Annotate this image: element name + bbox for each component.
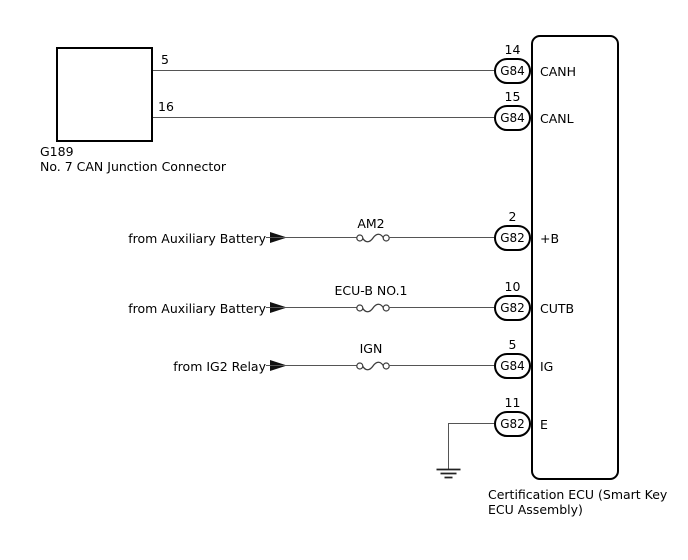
ecu-pin-label: CANH xyxy=(540,64,577,79)
source-label: from Auxiliary Battery xyxy=(128,231,266,246)
ecu-pin-label: CUTB xyxy=(540,301,575,316)
ground-icon xyxy=(436,468,461,479)
ecu-pin-connector: G82 xyxy=(494,225,531,251)
ecu-pin-connector: G84 xyxy=(494,105,531,131)
ecu-pin-label: CANL xyxy=(540,111,574,126)
ecu-pin-label: IG xyxy=(540,359,554,374)
plus-b-wire xyxy=(389,237,494,238)
ecu-name-line1: Certification ECU (Smart Key xyxy=(488,487,668,502)
source-label: from Auxiliary Battery xyxy=(128,301,266,316)
junction-pin-number: 16 xyxy=(158,99,174,114)
ecu-pin-connector-code: G84 xyxy=(500,358,525,373)
ecu-pin-connector: G84 xyxy=(494,58,531,84)
junction-pin-number: 5 xyxy=(161,52,169,67)
fuse-icon xyxy=(356,361,390,371)
cutb-wire xyxy=(266,307,357,308)
ecu-pin-number: 10 xyxy=(504,279,521,294)
ecu-box xyxy=(531,35,619,480)
ecu-pin-label: E xyxy=(540,417,548,432)
ecu-pin-connector-code: G82 xyxy=(500,300,525,315)
ecu-pin-connector: G82 xyxy=(494,411,531,437)
ig-wire xyxy=(389,365,494,366)
fuse-icon xyxy=(356,303,390,313)
source-label: from IG2 Relay xyxy=(173,359,266,374)
ecu-pin-number: 2 xyxy=(508,209,517,224)
ecu-name-line2: ECU Assembly) xyxy=(488,502,583,517)
junction-connector-box xyxy=(56,47,153,142)
ecu-pin-connector: G84 xyxy=(494,353,531,379)
ecu-pin-number: 11 xyxy=(504,395,521,410)
ecu-pin-number: 15 xyxy=(504,89,521,104)
junction-connector-code: G189 xyxy=(40,144,74,159)
ecu-pin-connector-code: G84 xyxy=(500,110,525,125)
ecu-pin-label: +B xyxy=(540,231,560,246)
cutb-wire xyxy=(389,307,494,308)
fuse-icon xyxy=(356,233,390,243)
plus-b-wire xyxy=(266,237,357,238)
ig-wire xyxy=(266,365,357,366)
fuse-name: AM2 xyxy=(357,216,385,231)
ecu-pin-connector-code: G82 xyxy=(500,416,525,431)
ground-wire xyxy=(448,423,494,424)
canh-wire xyxy=(153,70,494,71)
ecu-pin-number: 14 xyxy=(504,42,521,57)
fuse-name: IGN xyxy=(359,341,383,356)
ecu-pin-connector-code: G84 xyxy=(500,63,525,78)
fuse-name: ECU-B NO.1 xyxy=(334,283,408,298)
ecu-pin-connector-code: G82 xyxy=(500,230,525,245)
junction-connector-name: No. 7 CAN Junction Connector xyxy=(40,159,227,174)
ecu-pin-connector: G82 xyxy=(494,295,531,321)
ecu-pin-number: 5 xyxy=(508,337,517,352)
canl-wire xyxy=(153,117,494,118)
ground-wire xyxy=(448,423,449,470)
